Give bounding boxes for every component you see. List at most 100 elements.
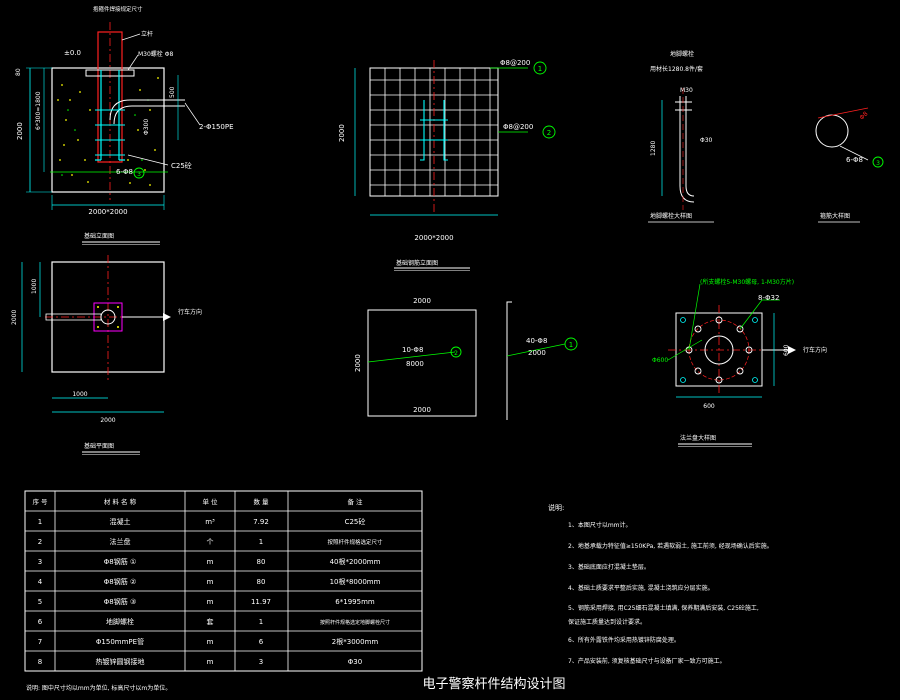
bom-outline: [24, 490, 423, 672]
bom-cell: 6*1995mm: [335, 598, 375, 606]
base-plate: [85, 69, 135, 77]
plan-dim-2000-left: 2000: [11, 310, 18, 325]
flange-top-note: (所支螺栓5-M30螺母, 1-M30方片): [700, 278, 794, 286]
flange-dia-label: Φ600: [652, 357, 668, 364]
elev-top-note: 抱箍件焊接规定尺寸: [93, 5, 143, 13]
note-item: 4、基础土质要求平整后实施, 混凝土浇筑应分层实施。: [568, 584, 714, 592]
plan-direction: 行车方向: [178, 308, 202, 316]
bolt-dim-height: 1280: [650, 141, 657, 156]
bom-cell: 11.97: [251, 598, 271, 606]
bom-cell: Φ150mmPE管: [96, 637, 144, 646]
flange-dim-right: 600: [783, 344, 790, 356]
plan-dim-2000-bottom: 2000: [100, 417, 115, 424]
plan-dim-1000-bottom: 1000: [72, 391, 87, 398]
bolt-title: 地脚螺栓: [670, 50, 694, 58]
bom-cell: 2根*3000mm: [332, 637, 379, 646]
concrete-speckle: [57, 77, 159, 186]
note-item: 1、本图尺寸以mm计。: [568, 521, 632, 529]
anchor-bolt-detail: 地脚螺栓 用材长1280.8件/套 M30 Φ30 1280 地脚螺栓大样图: [648, 50, 714, 223]
bom-header-cell: 序 号: [32, 497, 48, 506]
note-item: 6、所有外露铁件均采用热镀锌防腐处理。: [568, 636, 680, 644]
bom-cell: 7: [38, 638, 42, 646]
mesh-title: 基础钢筋立面图: [396, 259, 438, 267]
mesh-label-1: Φ8@200: [500, 59, 530, 67]
bom-header-cell: 材 料 名 称: [104, 497, 137, 506]
note-item: 2、地基承载力特征值≥150KPa, 若遇软弱土, 施工前须, 经现场确认后实施…: [568, 542, 773, 550]
plain-dim-top: 2000: [413, 297, 431, 305]
notes-heading: 说明:: [548, 503, 564, 512]
bom-cell: 3: [259, 658, 263, 666]
elev-dim-top: 80: [15, 68, 22, 76]
hoop-count: 6-Φ8: [846, 156, 863, 164]
mesh-dim-height: 2000: [338, 124, 346, 142]
bom-cell: 40根*2000mm: [330, 557, 381, 566]
plain-label-2: 8000: [406, 360, 424, 368]
bom-cell: C25砼: [345, 517, 366, 526]
bom-cell: 套: [207, 617, 214, 626]
plan-title: 基础平面图: [84, 442, 114, 450]
bom-cell: 3: [38, 558, 42, 566]
elev-dim-height: 2000: [16, 122, 24, 140]
bom-cell: 7.92: [253, 518, 269, 526]
rebar-marker-3: [133, 167, 145, 179]
foundation-elevation: 抱箍件焊接规定尺寸 立杆 M30螺栓 Φ8 ±0.0 2-Φ150PE C25砼…: [15, 5, 234, 245]
plain-circle-2: 2: [454, 350, 458, 357]
elev-dim-width: 2000*2000: [88, 208, 127, 216]
plain-dim-bottom: 2000: [413, 406, 431, 414]
pe-pipe: [109, 99, 185, 121]
foundation-plan: 行车方向 1000 2000 1000 2000 基础平面图: [11, 255, 202, 455]
flange-bolt-label: 8-Φ32: [758, 294, 779, 302]
bom-cell: 8: [38, 658, 42, 666]
bom-cell: 80: [257, 558, 266, 566]
bom-footnote: 说明: 图中尺寸均以mm为单位, 标高尺寸以m为单位。: [26, 684, 171, 692]
bom-cell: 热镀锌圆钢接地: [96, 657, 145, 666]
bom-cell: Φ30: [348, 658, 362, 666]
bom-cell: 按照杆件规格选定地脚螺栓尺寸: [320, 619, 390, 626]
side-rebar: [506, 301, 512, 420]
level-label: ±0.0: [64, 49, 81, 57]
flange-center-hole: [704, 335, 734, 365]
bom-cell: 个: [207, 538, 214, 546]
flange-plate-detail: (所支螺栓5-M30螺母, 1-M30方片) 8-Φ32 Φ600 行车方向 6…: [652, 278, 827, 447]
concrete-label: C25砼: [171, 161, 192, 170]
bom-cell: m: [207, 558, 214, 566]
rebar-label: 6-Φ8: [116, 168, 133, 176]
concrete-speckle-green: [61, 99, 149, 176]
bom-header-cell: 备 注: [347, 497, 363, 506]
bom-cell: 按照杆件规格选定尺寸: [327, 538, 383, 546]
mesh-circle-2: 2: [547, 129, 551, 137]
hoop-phi: Φ8: [858, 110, 869, 121]
hoop-circle: [815, 114, 849, 148]
flange-title: 法兰盘大样图: [680, 434, 716, 442]
mesh-circle-1: 1: [538, 65, 542, 73]
bom-header: 序 号 材 料 名 称 单 位 数 量 备 注: [32, 497, 363, 506]
note-item: 5、钢筋采用焊接, 用C25细石混凝土填满, 保养期满后安装, C25砼施工,: [568, 604, 759, 612]
bom-cell: 地脚螺栓: [106, 617, 134, 626]
bom-cell: 4: [38, 578, 43, 586]
plain-marker-2: [450, 346, 462, 358]
bolt-m30: M30: [680, 87, 693, 94]
bolt-circle: [688, 319, 750, 381]
bom-cell: 80: [257, 578, 266, 586]
bom-header-cell: 单 位: [202, 497, 218, 506]
rebar-circle-3: 3: [137, 171, 141, 178]
note-item: 保证施工质量达到设计要求。: [568, 618, 646, 626]
plan-pe-pipe: [45, 313, 102, 321]
bom-cell: 6: [259, 638, 264, 646]
bolt-caption: 地脚螺栓大样图: [650, 212, 692, 220]
bom-table: 序 号 材 料 名 称 单 位 数 量 备 注 1 混凝土 m³ 7.92 C2…: [24, 490, 423, 692]
elev-dim-inner: Φ300: [143, 119, 150, 135]
bom-cell: 1: [259, 618, 263, 626]
flange-dim-bottom: 600: [703, 403, 715, 410]
flange-bolt-holes: [685, 316, 753, 384]
bom-cell: m: [207, 638, 214, 646]
plain-circle-1: 1: [569, 341, 573, 349]
bom-grid: [25, 491, 422, 671]
mesh-anchor: [420, 100, 448, 161]
elev-dim-slab: 6*300=1800: [35, 91, 42, 130]
plain-marker-1: [564, 337, 578, 351]
plain-dim-left: 2000: [354, 354, 362, 372]
rebar-mesh-elevation: Φ8@200 Φ8@200 1 2 2000*2000 2000 基础钢筋立面图: [338, 59, 556, 271]
bom-cell: 6: [38, 618, 43, 626]
